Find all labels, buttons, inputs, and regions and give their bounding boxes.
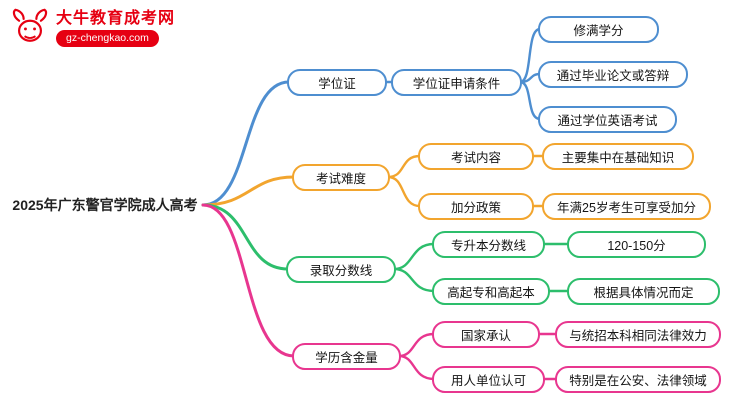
- site-logo: 大牛教育成考网 gz-chengkao.com: [10, 8, 175, 48]
- node-upgrade-score: 专升本分数线: [432, 231, 545, 258]
- node-employer-recognition: 用人单位认可: [432, 366, 545, 393]
- node-state-recognition-value: 与统招本科相同法律效力: [555, 321, 721, 348]
- node-employer-recognition-value: 特别是在公安、法律领域: [555, 366, 721, 393]
- leaf-english-exam: 通过学位英语考试: [538, 106, 677, 133]
- node-admission-score: 录取分数线: [286, 256, 396, 283]
- node-exam-content: 考试内容: [418, 143, 534, 170]
- node-upgrade-score-value: 120-150分: [567, 231, 706, 258]
- node-state-recognition: 国家承认: [432, 321, 540, 348]
- leaf-complete-credits: 修满学分: [538, 16, 659, 43]
- node-credential-value: 学历含金量: [292, 343, 401, 370]
- leaf-thesis-defense: 通过毕业论文或答辩: [538, 61, 688, 88]
- root-node: 2025年广东警官学院成人高考: [12, 197, 198, 213]
- node-degree-cert-conditions: 学位证申请条件: [391, 69, 522, 96]
- node-exam-content-value: 主要集中在基础知识: [542, 143, 694, 170]
- node-gaoqi-score: 高起专和高起本: [432, 278, 550, 305]
- logo-url: gz-chengkao.com: [56, 30, 159, 47]
- node-bonus-policy-value: 年满25岁考生可享受加分: [542, 193, 711, 220]
- bull-logo-icon: [12, 8, 48, 42]
- logo-text-block: 大牛教育成考网 gz-chengkao.com: [56, 9, 175, 47]
- node-gaoqi-score-value: 根据具体情况而定: [567, 278, 720, 305]
- node-bonus-policy: 加分政策: [418, 193, 534, 220]
- node-degree-cert: 学位证: [287, 69, 387, 96]
- node-exam-difficulty: 考试难度: [292, 164, 390, 191]
- logo-title: 大牛教育成考网: [56, 10, 176, 28]
